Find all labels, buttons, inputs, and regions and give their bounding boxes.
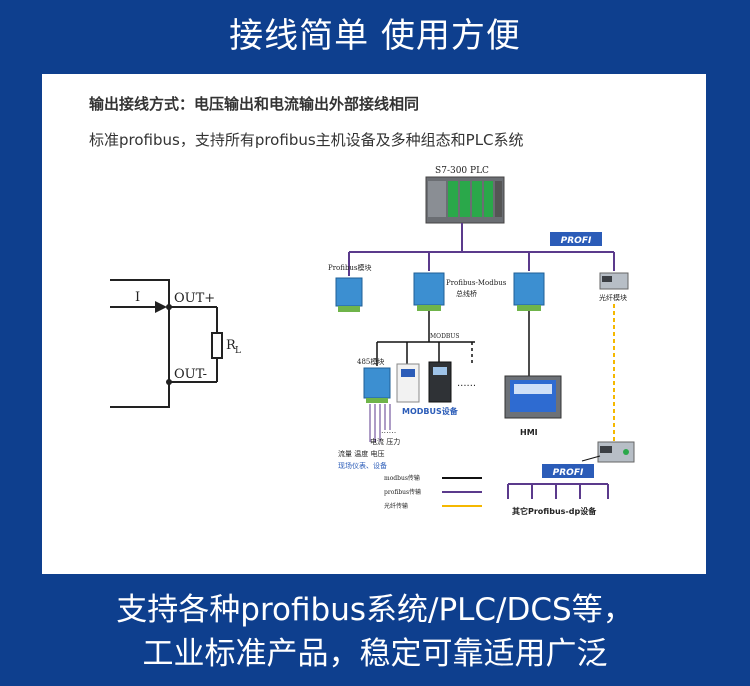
- resistor-subscript: L: [235, 346, 241, 356]
- modbus-line-label: MODBUS: [430, 333, 459, 340]
- plc-rack: [425, 176, 505, 224]
- profibus-module-device: [335, 277, 363, 312]
- profibus-logo-bottom: PROFI: [542, 464, 594, 478]
- hmi-module-device: [513, 272, 545, 311]
- sensors-row2: 流量 温度 电压: [338, 449, 384, 458]
- other-dp-devices-label: 其它Profibus-dp设备: [512, 506, 597, 516]
- circuit-diagram: I OUT+ OUT- R L: [110, 279, 241, 408]
- modbus-devices-label: MODBUS设备: [402, 406, 459, 416]
- legend-label-profibus: profibus传输: [384, 488, 421, 496]
- hmi-panel-device: [504, 375, 562, 419]
- plc-label: S7-300 PLC: [435, 166, 489, 176]
- legend: modbus传输 profibus传输 光纤传输: [384, 474, 482, 510]
- legend-label-fiber: 光纤传输: [384, 502, 408, 510]
- modbus-more-dots: ......: [457, 378, 476, 389]
- fiber-module-label: 光纤模块: [599, 293, 627, 302]
- fiber-module-device: [599, 272, 629, 290]
- module-485-device: [363, 367, 391, 403]
- profi-logo-text-bottom: PROFI: [553, 468, 584, 478]
- page-title: 接线简单 使用方便: [229, 16, 521, 56]
- content-svg: 输出接线方式：电压输出和电流输出外部接线相同 标准profibus，支持所有pr…: [89, 95, 635, 516]
- network-diagram: S7-300 PLC PROFI Prof: [328, 166, 635, 516]
- out-plus-label: OUT+: [174, 291, 215, 306]
- bridge-label-1: Profibus-Modbus: [446, 279, 507, 287]
- out-minus-label: OUT-: [174, 367, 207, 382]
- module-485-label: 485模块: [357, 357, 384, 366]
- current-arrow-icon: [155, 301, 167, 313]
- profibus-logo-top: PROFI: [550, 232, 602, 246]
- fiber-converter-device: [597, 441, 635, 463]
- wiring-heading: 输出接线方式：电压输出和电流输出外部接线相同: [89, 95, 419, 113]
- profibus-description: 标准profibus，支持所有profibus主机设备及多种组态和PLC系统: [89, 131, 524, 149]
- profi-logo-text: PROFI: [561, 236, 592, 246]
- load-resistor: [211, 332, 223, 359]
- current-label: I: [135, 290, 140, 305]
- profibus-module-label: Profibus模块: [328, 263, 372, 272]
- drive-device-2: [428, 361, 452, 403]
- footer-line-2: 工业标准产品，稳定可靠适用广泛: [142, 636, 608, 672]
- resistor-label: R: [226, 338, 237, 353]
- hmi-label: HMI: [520, 428, 538, 437]
- footer: 支持各种profibus系统/PLC/DCS等， 工业标准产品，稳定可靠适用广泛: [0, 588, 750, 676]
- sensor-more-dots: ......: [381, 426, 396, 435]
- bridge-label-2: 总线桥: [456, 289, 477, 298]
- field-devices-label: 现场仪表、设备: [338, 461, 387, 470]
- bridge-device: [413, 272, 445, 311]
- footer-line-1: 支持各种profibus系统/PLC/DCS等，: [116, 592, 634, 628]
- sensors-row1: 电流 压力: [370, 437, 400, 446]
- drive-device-1: [396, 363, 420, 403]
- legend-label-modbus: modbus传输: [384, 474, 420, 482]
- content-panel: 输出接线方式：电压输出和电流输出外部接线相同 标准profibus，支持所有pr…: [42, 74, 706, 574]
